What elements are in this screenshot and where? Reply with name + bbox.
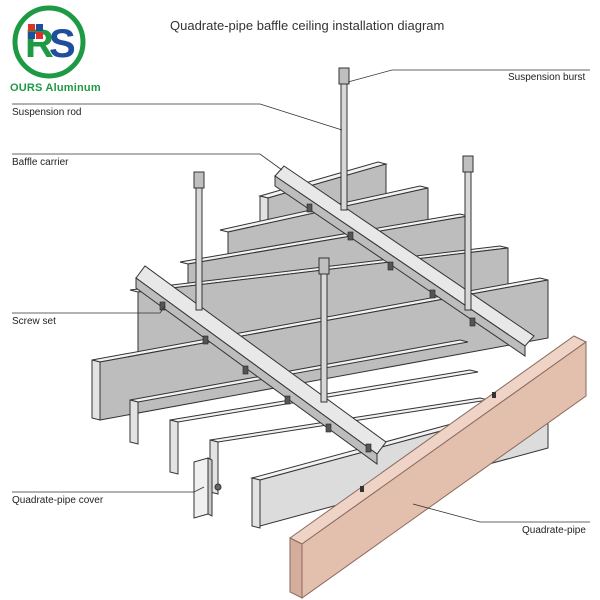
brand-logo: R S OURS Aluminum bbox=[6, 4, 101, 94]
label-baffle-carrier: Baffle carrier bbox=[12, 157, 69, 168]
logo-letter-s: S bbox=[49, 22, 76, 66]
label-screw-set: Screw set bbox=[12, 316, 56, 327]
rod-right bbox=[462, 155, 474, 311]
rod-center bbox=[318, 257, 330, 403]
quadrate-pipe-cover-part bbox=[193, 457, 222, 519]
carrier-front bbox=[135, 265, 387, 465]
logo-icon: R S bbox=[12, 5, 86, 79]
quadrate-pipe-part bbox=[289, 335, 587, 599]
label-quadrate-pipe-cover: Quadrate-pipe cover bbox=[12, 495, 104, 506]
brand-name: OURS Aluminum bbox=[10, 82, 101, 94]
label-suspension-burst: Suspension burst bbox=[508, 72, 586, 83]
label-quadrate-pipe: Quadrate-pipe bbox=[522, 525, 586, 536]
rod-left bbox=[193, 171, 205, 311]
label-suspension-rod: Suspension rod bbox=[12, 107, 82, 118]
screw-clips bbox=[159, 203, 476, 453]
suspension-rods bbox=[193, 67, 474, 403]
diagram-title: Quadrate-pipe baffle ceiling installatio… bbox=[170, 18, 445, 33]
leader-lines bbox=[12, 69, 590, 523]
rod-main bbox=[338, 67, 350, 211]
baffle-6 bbox=[129, 339, 469, 445]
